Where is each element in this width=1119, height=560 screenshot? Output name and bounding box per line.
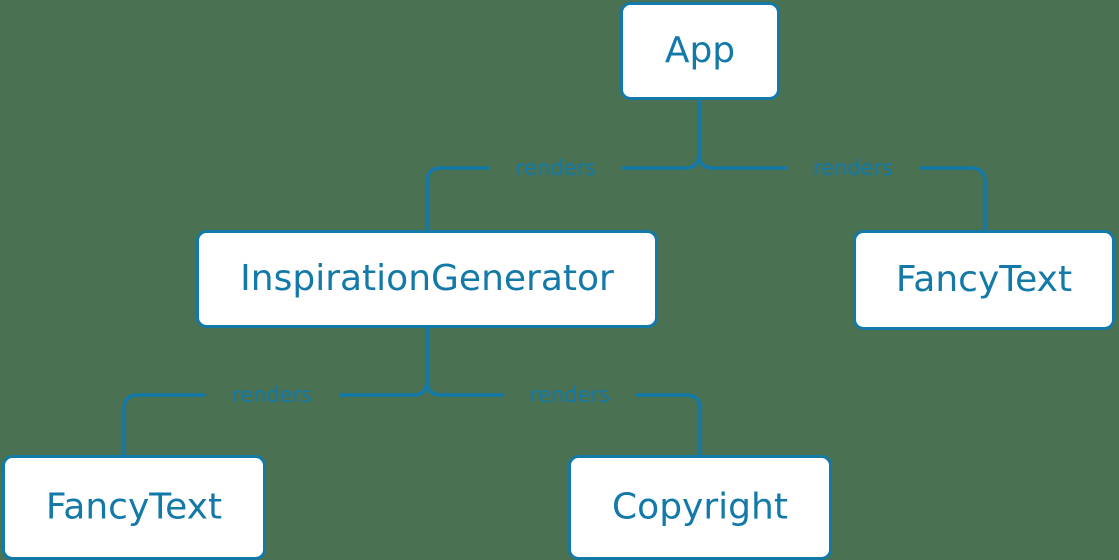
node-fancytext-right[interactable]: FancyText: [853, 230, 1115, 330]
node-label-fancytext-right: FancyText: [896, 259, 1072, 300]
node-label-app: App: [665, 30, 735, 71]
edges-layer: [122, 100, 987, 455]
edge-inspiration-to-copyright: [425, 328, 702, 455]
node-label-fancytext-bottom: FancyText: [46, 487, 222, 528]
node-box-copyright[interactable]: [568, 455, 832, 560]
node-box-app[interactable]: [620, 2, 780, 100]
node-box-fancytext-right[interactable]: [853, 230, 1115, 330]
node-label-copyright: Copyright: [612, 487, 788, 528]
node-fancytext-bottom[interactable]: FancyText: [2, 455, 266, 560]
node-box-inspiration-generator[interactable]: [196, 230, 658, 328]
edge-app-to-fancytext-right: [697, 100, 987, 230]
edge-labels-layer: renders renders renders renders: [232, 156, 893, 407]
node-copyright[interactable]: Copyright: [568, 455, 832, 560]
node-label-inspiration-generator: InspirationGenerator: [240, 258, 614, 299]
node-inspiration-generator[interactable]: InspirationGenerator: [196, 230, 658, 328]
node-box-fancytext-bottom[interactable]: [2, 455, 266, 560]
edge-label-inspiration-to-copyright: renders: [530, 383, 610, 407]
edge-label-app-to-inspiration-generator: renders: [516, 156, 596, 180]
edge-label-app-to-fancytext-right: renders: [813, 156, 893, 180]
edge-label-inspiration-to-fancytext-bottom: renders: [232, 383, 312, 407]
node-app[interactable]: App: [620, 2, 780, 100]
